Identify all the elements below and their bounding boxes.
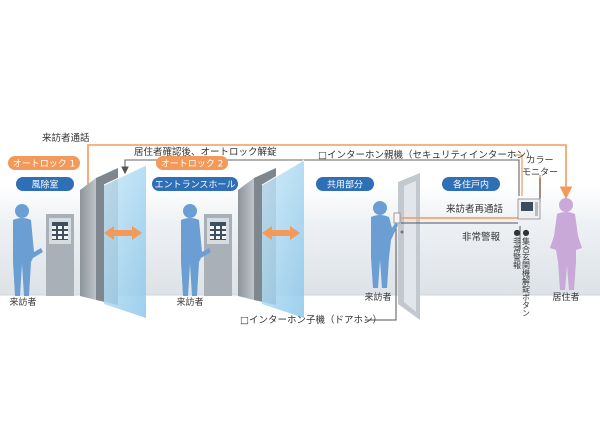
- visitor-1-label: 来訪者: [9, 296, 36, 308]
- visitor-2-label: 来訪者: [176, 296, 203, 308]
- svg-text:共用部分: 共用部分: [327, 179, 363, 191]
- zone-each-unit: 各住戸内: [442, 177, 500, 191]
- unlock-button-note: ●集合玄関機解錠ボタン: [522, 228, 531, 317]
- svg-text:風除室: 風除室: [31, 179, 58, 191]
- passage-arrow-1: [104, 226, 142, 240]
- autolock-door-2: [238, 159, 305, 318]
- color-monitor-label-2: モニター: [522, 167, 558, 178]
- visitor-3-figure: [371, 201, 398, 288]
- visitor-call-label: 来訪者通話: [42, 132, 90, 144]
- autolock-1-badge: オートロック 1: [8, 156, 80, 170]
- autolock-2-badge: オートロック 2: [156, 156, 228, 170]
- autolock-release-line: [121, 159, 520, 196]
- entrance-panel-1: [46, 214, 74, 296]
- visitor-3-label: 来訪者: [364, 291, 391, 303]
- emergency-alarm-note: ●非常警報: [513, 228, 522, 270]
- svg-text:エントランスホール: エントランスホール: [155, 180, 236, 191]
- sub-unit-leader: [365, 224, 397, 321]
- svg-text:オートロック 1: オートロック 1: [13, 159, 76, 170]
- resident-confirm-label: 居住者確認後、オートロック解錠: [134, 146, 277, 158]
- passage-arrow-2: [262, 226, 300, 240]
- autolock-door-1: [80, 164, 147, 318]
- master-intercom-monitor: [517, 198, 541, 220]
- zone-entrance-hall: エントランスホール: [152, 177, 238, 191]
- sub-unit-label: □インターホン子機（ドアホン）: [240, 314, 382, 326]
- visitor-recall-label: 来訪者再通話: [446, 203, 504, 215]
- emergency-alarm-label: 非常警報: [462, 231, 501, 243]
- door-phone-unit: [393, 212, 401, 224]
- svg-text:オートロック 2: オートロック 2: [161, 159, 224, 170]
- visitor-2-figure: [181, 204, 211, 296]
- zone-windbreak: 風除室: [16, 177, 74, 191]
- zone-common-area: 共用部分: [316, 177, 374, 191]
- color-monitor-label-1: カラー: [526, 155, 553, 166]
- entrance-panel-2: [204, 214, 232, 296]
- svg-text:各住戸内: 各住戸内: [453, 179, 489, 191]
- resident-figure: [550, 198, 582, 290]
- unit-door: [398, 173, 420, 320]
- master-unit-leader: [515, 154, 523, 196]
- visitor-1-figure: [13, 204, 43, 296]
- resident-label: 居住者: [552, 291, 579, 303]
- master-unit-label: □インターホン親機（セキュリティインターホン）: [318, 149, 535, 161]
